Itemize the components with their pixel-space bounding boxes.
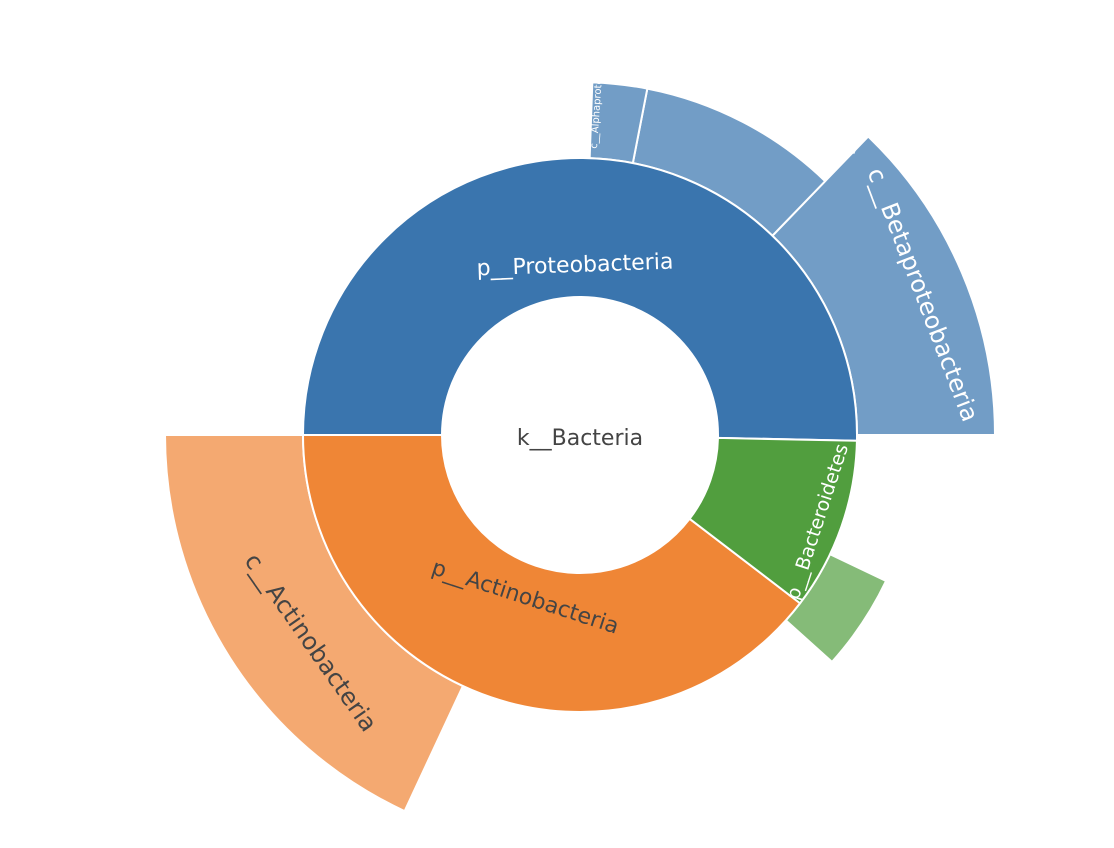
phylum-segment-p-proteobacteria[interactable] [301, 157, 858, 442]
root-label: k__Bacteria [517, 426, 643, 451]
phylum-segment-p-actinobacteria[interactable] [301, 434, 802, 713]
class-label: c__Flavobacteriia [892, 587, 958, 693]
phylum-segment-p-bacteroidetes[interactable] [688, 436, 858, 605]
root-segment[interactable] [442, 297, 718, 573]
